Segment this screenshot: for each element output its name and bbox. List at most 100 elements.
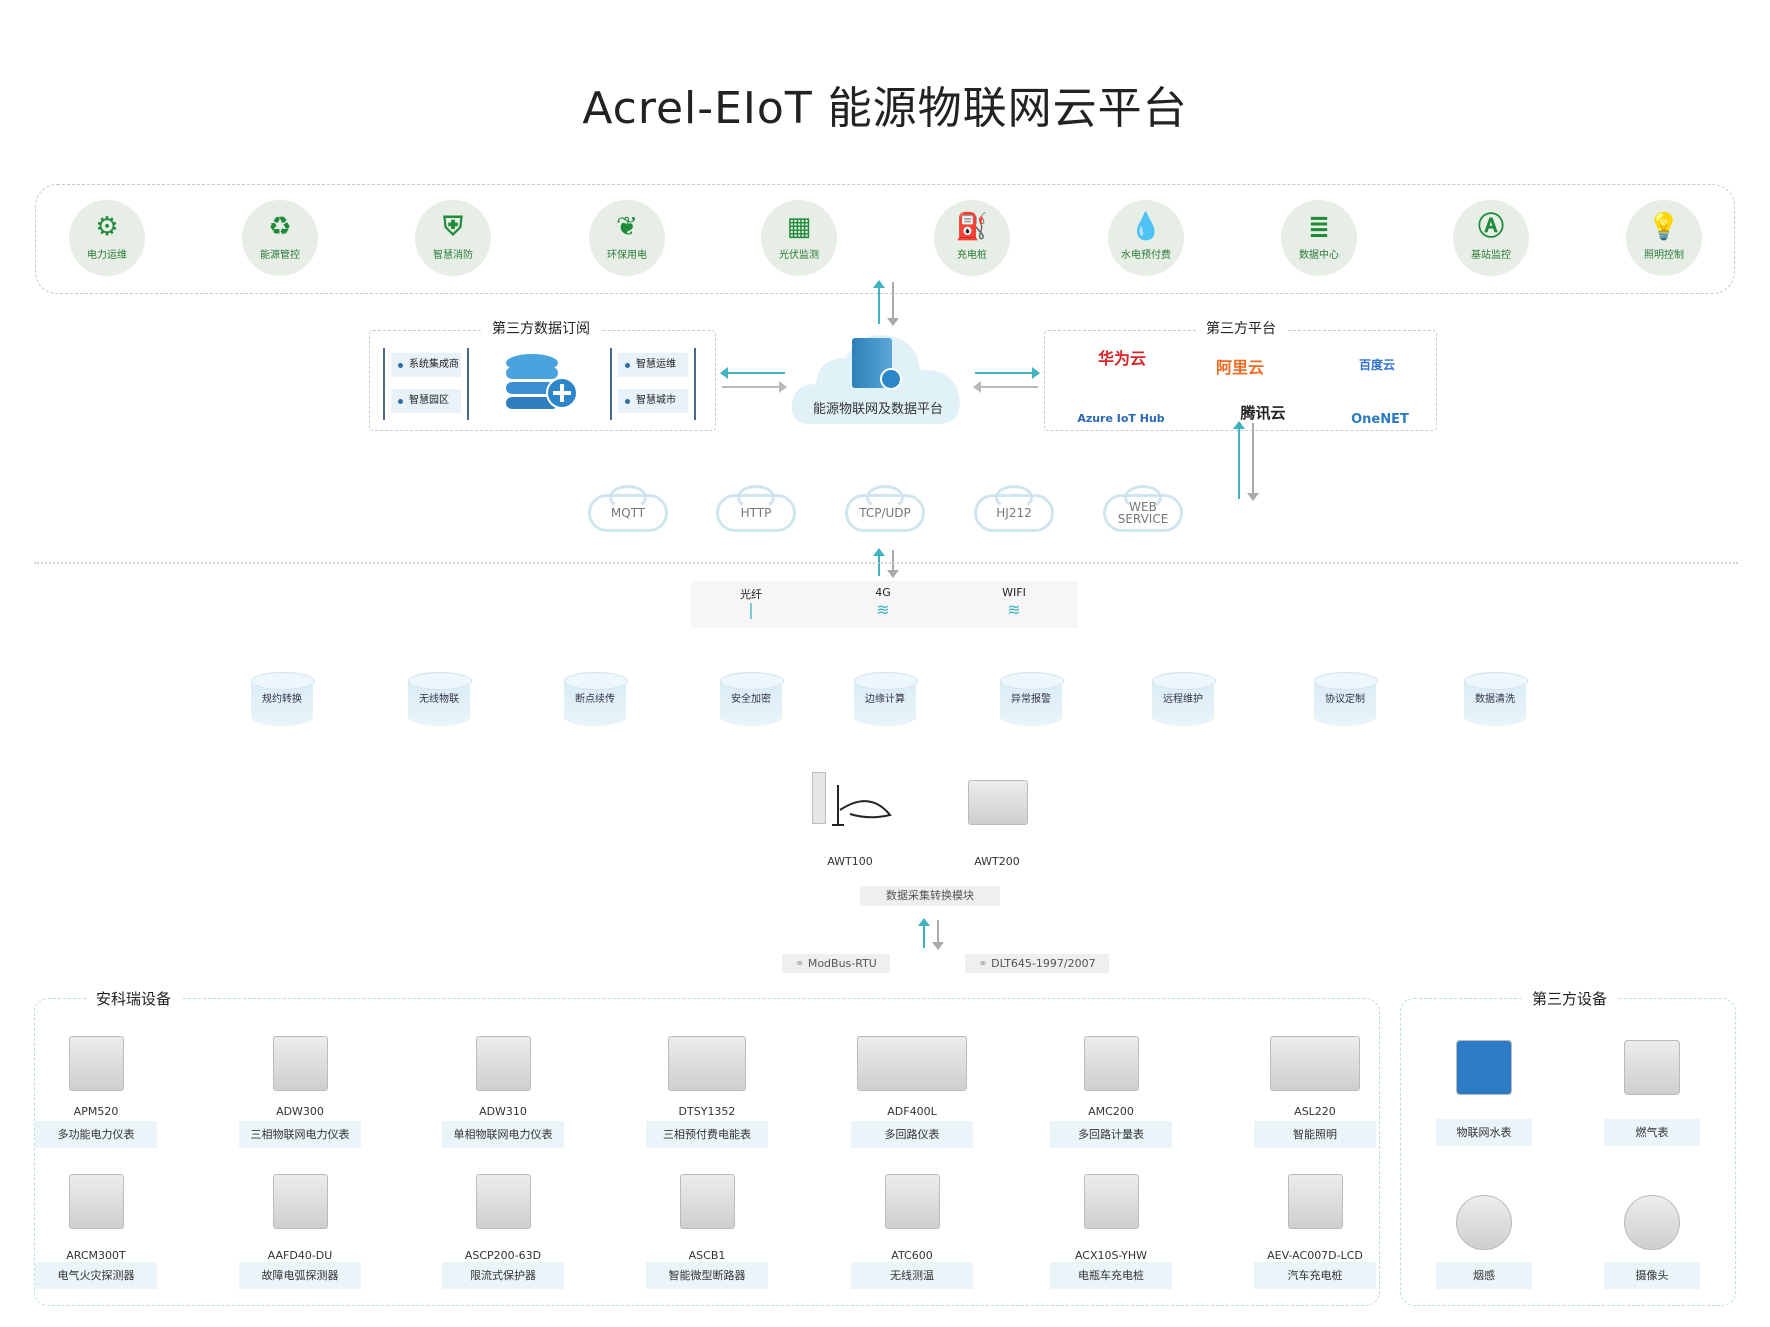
- device-image: [68, 1174, 124, 1229]
- link-icon: ⚭: [978, 957, 992, 970]
- arrow-down: [887, 282, 899, 326]
- layer-divider: [34, 562, 1738, 564]
- bus-protocol-label: ModBus-RTU: [807, 957, 877, 970]
- recycle-icon: ♻: [268, 212, 292, 242]
- feature-cylinder: 远程维护: [1152, 672, 1216, 726]
- channel-label: WIFI: [1002, 586, 1026, 599]
- device-image: [679, 1174, 735, 1229]
- platform-label: 能源物联网及数据平台: [812, 402, 943, 417]
- subscription-right-group: 智慧运维 智慧城市: [610, 348, 696, 420]
- service-fire-shield: ⛨ 智慧消防: [415, 200, 491, 276]
- feature-cylinder: 异常报警: [1000, 672, 1064, 726]
- platform-logo: OneNET: [1351, 412, 1409, 427]
- data-subscription-title: 第三方数据订阅: [482, 318, 600, 338]
- feature-cylinder: 无线物联: [408, 672, 472, 726]
- page-title: Acrel-EIoT 能源物联网云平台: [582, 83, 1188, 134]
- platform-logo: 阿里云: [1215, 358, 1264, 377]
- service-label: 光伏监测: [779, 250, 819, 261]
- device-label: 故障电弧探测器: [239, 1262, 361, 1289]
- third-device-image: [1624, 1040, 1680, 1095]
- device-label: 无线测温: [851, 1262, 973, 1289]
- third-device-label: 烟感: [1436, 1262, 1532, 1289]
- device-image: [1287, 1174, 1343, 1229]
- third-device-image: [1456, 1195, 1512, 1250]
- subscription-item: 系统集成商: [391, 353, 461, 377]
- device-label: 智能微型断路器: [646, 1262, 768, 1289]
- service-label: 能源管控: [260, 250, 300, 261]
- device-model: ADW310: [479, 1105, 527, 1118]
- device-model: AAFD40-DU: [267, 1249, 333, 1262]
- device-model: ASCB1: [688, 1249, 726, 1262]
- service-recycle: ♻ 能源管控: [242, 200, 318, 276]
- protocol-label: HJ212: [996, 506, 1032, 520]
- device-model: ASCP200-63D: [464, 1249, 542, 1262]
- protocol-label: TCP/UDP: [859, 506, 911, 520]
- device-model: ASL220: [1294, 1105, 1336, 1118]
- device-label: 智能照明: [1254, 1121, 1376, 1148]
- fire-shield-icon: ⛨: [443, 212, 463, 242]
- water-drop-bolt-icon: 💧: [1129, 212, 1163, 242]
- bus-protocol: ⚭ ModBus-RTU: [782, 954, 890, 973]
- channel-label: 4G: [875, 586, 891, 599]
- device-model: DTSY1352: [678, 1105, 736, 1118]
- service-label: 环保用电: [607, 250, 647, 261]
- database-plus-icon: [505, 353, 580, 413]
- service-antenna: Ⓐ 基站监控: [1453, 200, 1529, 276]
- device-model: ATC600: [891, 1249, 933, 1262]
- lightbulb-icon: 💡: [1647, 212, 1681, 242]
- antenna-cable-icon: [832, 785, 892, 826]
- protocol-cloud: MQTT: [588, 484, 668, 532]
- service-label: 智慧消防: [433, 250, 473, 261]
- awt100-image: [810, 770, 900, 830]
- service-label: 充电桩: [957, 250, 987, 261]
- subscription-item: 智慧园区: [391, 389, 461, 413]
- gateway-label: 数据采集转换模块: [860, 886, 1000, 906]
- device-image: [1083, 1036, 1139, 1091]
- bus-protocol: ⚭ DLT645-1997/2007: [965, 954, 1109, 973]
- device-image: [1083, 1174, 1139, 1229]
- charging-pile-icon: ⛽: [955, 212, 989, 242]
- device-image: [884, 1174, 940, 1229]
- third-device-image: [1624, 1195, 1680, 1250]
- platform-logo: 华为云: [1097, 349, 1146, 368]
- acrel-devices-title: 安科瑞设备: [86, 988, 182, 1009]
- channel-band: [691, 581, 1078, 628]
- device-image: [668, 1036, 746, 1091]
- device-label: 多功能电力仪表: [35, 1121, 157, 1148]
- device-label: 三相物联网电力仪表: [239, 1121, 361, 1148]
- third-devices-title: 第三方设备: [1522, 988, 1618, 1009]
- feature-cylinder: 规约转换: [251, 672, 315, 726]
- third-party-platform-title: 第三方平台: [1196, 318, 1286, 338]
- device-label: 汽车充电桩: [1254, 1262, 1376, 1289]
- service-label: 电力运维: [87, 250, 127, 261]
- awt200-image: [968, 780, 1028, 825]
- feature-cylinder: 数据清洗: [1464, 672, 1528, 726]
- feature-cylinder: 安全加密: [720, 672, 784, 726]
- service-lightbulb: 💡照明控制: [1626, 200, 1702, 276]
- services-panel: [35, 184, 1735, 294]
- platform-cloud: 能源物联网及数据平台: [790, 328, 966, 428]
- protocol-cloud: TCP/UDP: [845, 484, 925, 532]
- device-model: ADF400L: [887, 1105, 937, 1118]
- third-devices-panel: [1400, 998, 1736, 1306]
- leaf-icon: ❦: [616, 212, 638, 242]
- service-solar-panel: ▦ 光伏监测: [761, 200, 837, 276]
- third-device-label: 燃气表: [1604, 1119, 1700, 1146]
- arrow-right: [722, 381, 787, 393]
- channel-label: 光纤: [740, 588, 762, 601]
- solar-panel-icon: ▦: [786, 212, 812, 242]
- device-model: ARCM300T: [66, 1249, 126, 1262]
- arrow-up: [1233, 421, 1245, 499]
- antenna-icon: Ⓐ: [1477, 212, 1504, 242]
- feature-cylinder: 协议定制: [1314, 672, 1378, 726]
- service-label: 基站监控: [1471, 250, 1511, 261]
- device-model: ADW300: [276, 1105, 324, 1118]
- device-image: [475, 1036, 531, 1091]
- device-model: ACX10S-YHW: [1074, 1249, 1148, 1262]
- device-image: [475, 1174, 531, 1229]
- platform-logo: 腾讯云: [1240, 404, 1286, 422]
- service-charging-pile: ⛽ 充电桩: [934, 200, 1010, 276]
- service-water-drop-bolt: 💧水电预付费: [1108, 200, 1184, 276]
- wifi-icon: ≋: [876, 600, 890, 619]
- gateway-model: AWT100: [827, 855, 873, 868]
